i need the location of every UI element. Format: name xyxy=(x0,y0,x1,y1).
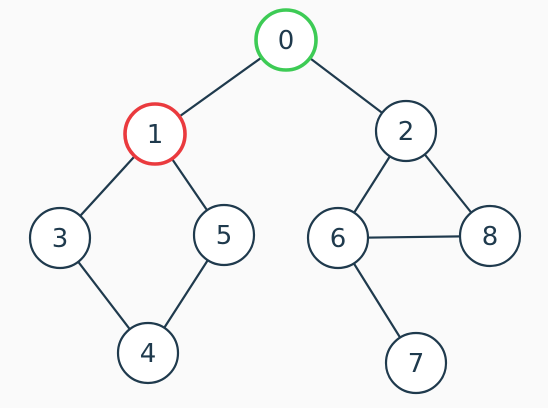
node-circle-6 xyxy=(306,206,370,270)
node-6: 6 xyxy=(306,206,370,270)
node-circle-7 xyxy=(384,331,448,395)
node-label-2: 2 xyxy=(398,117,415,147)
node-7: 7 xyxy=(384,331,448,395)
nodes-layer: 0 1 2 3 4 5 6 7 8 xyxy=(28,8,522,395)
node-label-3: 3 xyxy=(52,224,69,254)
node-label-8: 8 xyxy=(482,222,499,252)
node-circle-0 xyxy=(254,8,318,72)
node-label-0: 0 xyxy=(278,26,295,56)
node-5: 5 xyxy=(192,203,256,267)
node-0: 0 xyxy=(254,8,318,72)
node-label-7: 7 xyxy=(408,349,425,379)
node-8: 8 xyxy=(458,204,522,268)
node-4: 4 xyxy=(116,321,180,385)
node-label-5: 5 xyxy=(216,221,233,251)
node-circle-4 xyxy=(116,321,180,385)
node-circle-1 xyxy=(123,102,187,166)
node-label-4: 4 xyxy=(140,339,157,369)
node-circle-5 xyxy=(192,203,256,267)
node-circle-2 xyxy=(374,99,438,163)
node-label-1: 1 xyxy=(147,120,164,150)
node-1: 1 xyxy=(123,102,187,166)
node-label-6: 6 xyxy=(330,224,347,254)
node-circle-3 xyxy=(28,206,92,270)
node-2: 2 xyxy=(374,99,438,163)
node-3: 3 xyxy=(28,206,92,270)
node-circle-8 xyxy=(458,204,522,268)
